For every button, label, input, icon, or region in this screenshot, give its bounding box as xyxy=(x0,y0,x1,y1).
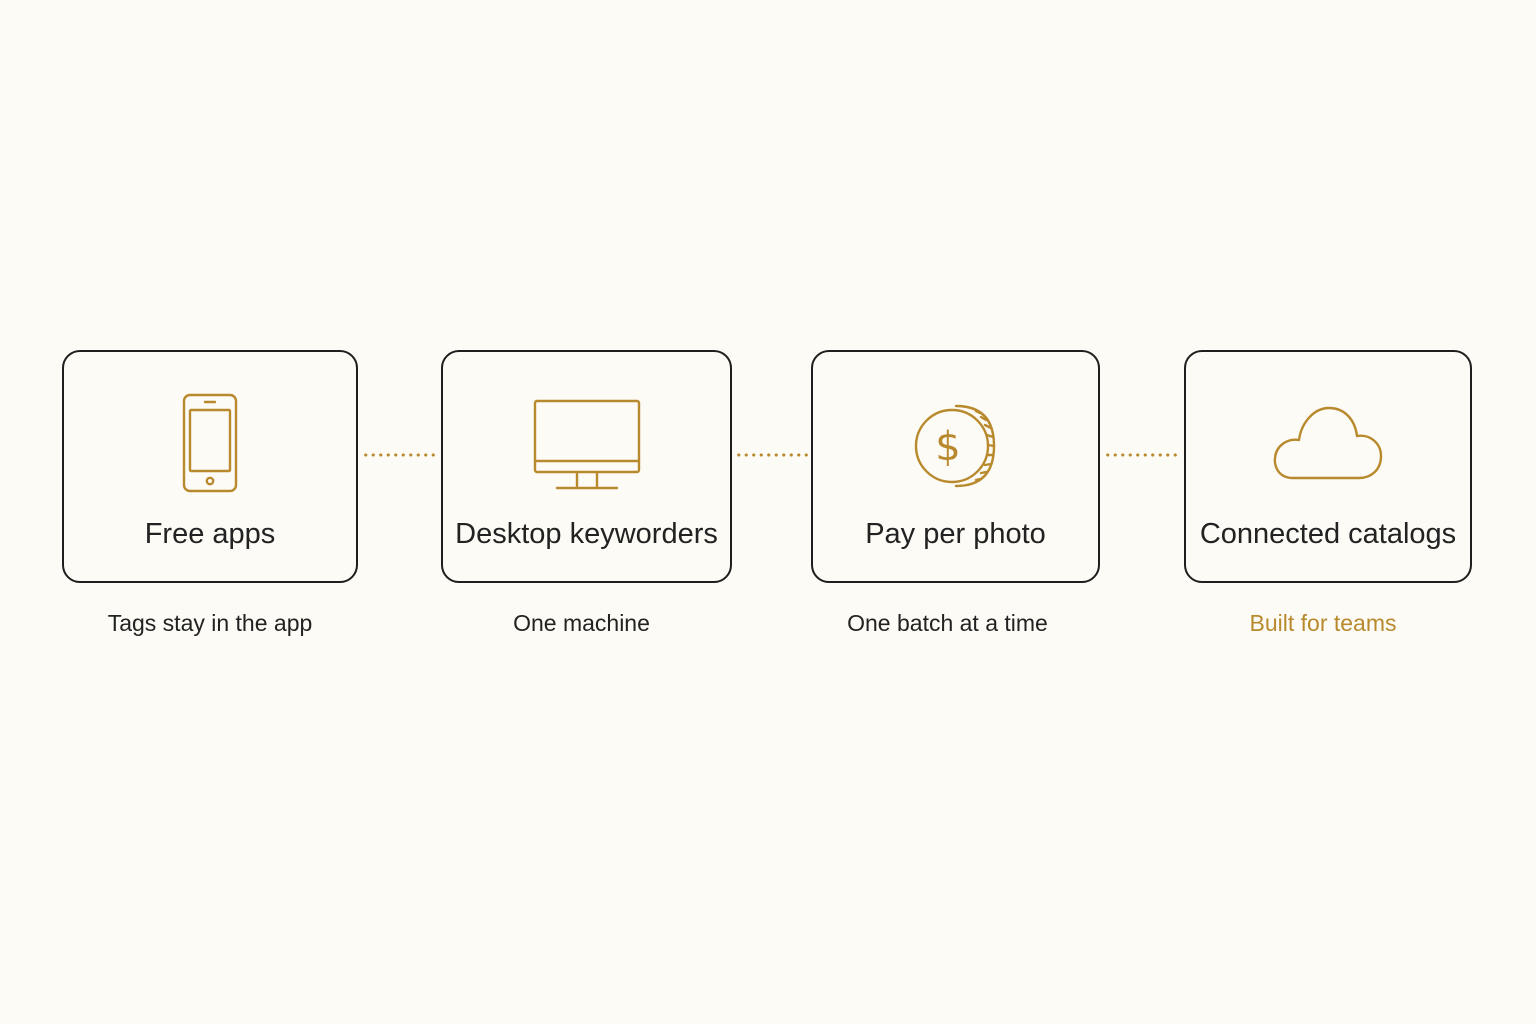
dotted-connector xyxy=(1104,453,1181,457)
step-card-desktop-keyworders: Desktop keyworders xyxy=(441,350,732,583)
desktop-monitor-icon xyxy=(443,399,730,491)
dollar-coin-icon: $ xyxy=(813,404,1098,488)
dotted-connector xyxy=(735,453,808,457)
step-title: Connected catalogs xyxy=(1199,518,1457,550)
step-title: Pay per photo xyxy=(865,518,1046,550)
svg-text:$: $ xyxy=(935,424,960,470)
step-caption: One batch at a time xyxy=(847,610,1048,636)
smartphone-icon xyxy=(64,393,356,493)
dotted-connector xyxy=(362,453,437,457)
step-card-connected-catalogs: Connected catalogs xyxy=(1184,350,1472,583)
step-title: Desktop keyworders xyxy=(455,518,718,550)
step-caption: Tags stay in the app xyxy=(107,610,313,636)
step-title: Free apps xyxy=(144,518,276,550)
cloud-icon xyxy=(1186,406,1470,482)
step-caption-highlight: Built for teams xyxy=(1249,610,1397,636)
step-card-free-apps: Free apps xyxy=(62,350,358,583)
step-caption: One machine xyxy=(513,610,650,636)
step-card-pay-per-photo: $ Pay per photo xyxy=(811,350,1100,583)
